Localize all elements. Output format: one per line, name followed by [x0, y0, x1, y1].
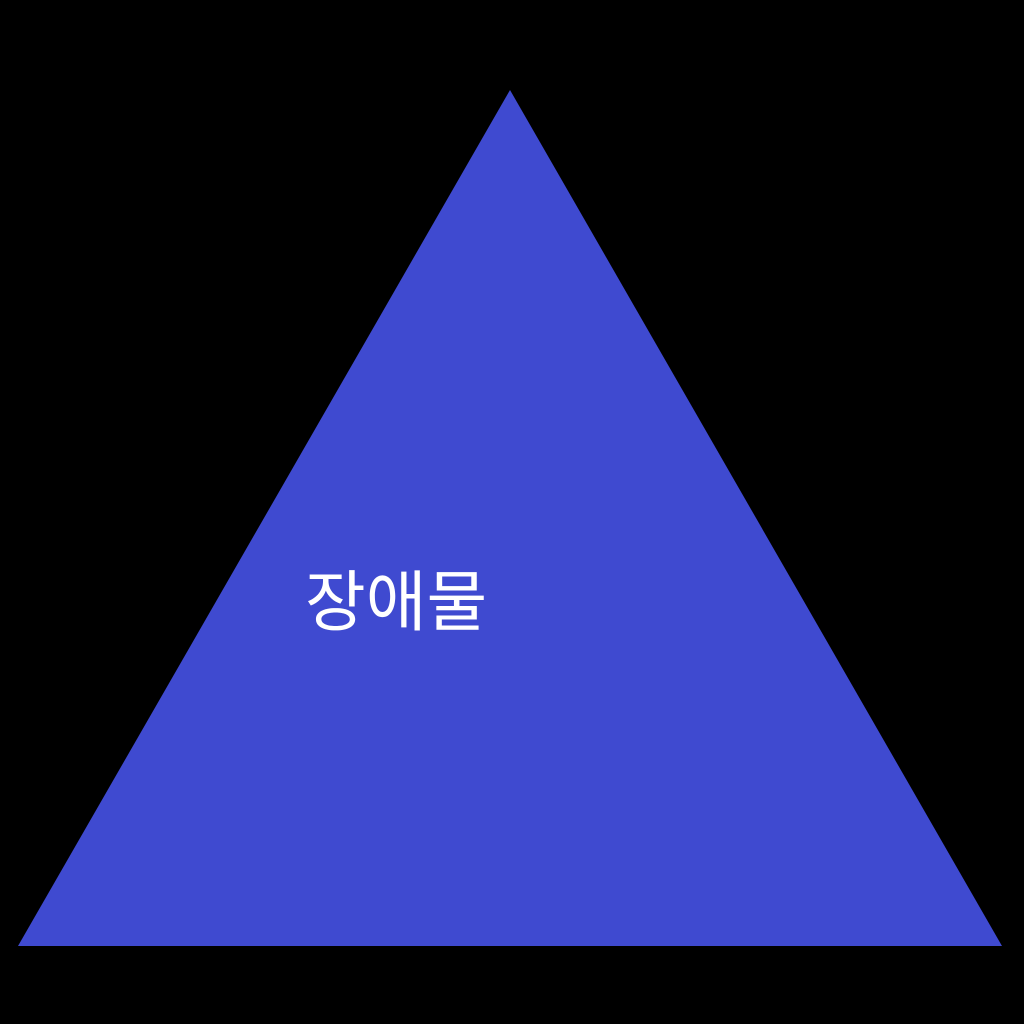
blue-triangle [18, 90, 1002, 946]
obstacle-label: 장애물 [305, 564, 487, 641]
